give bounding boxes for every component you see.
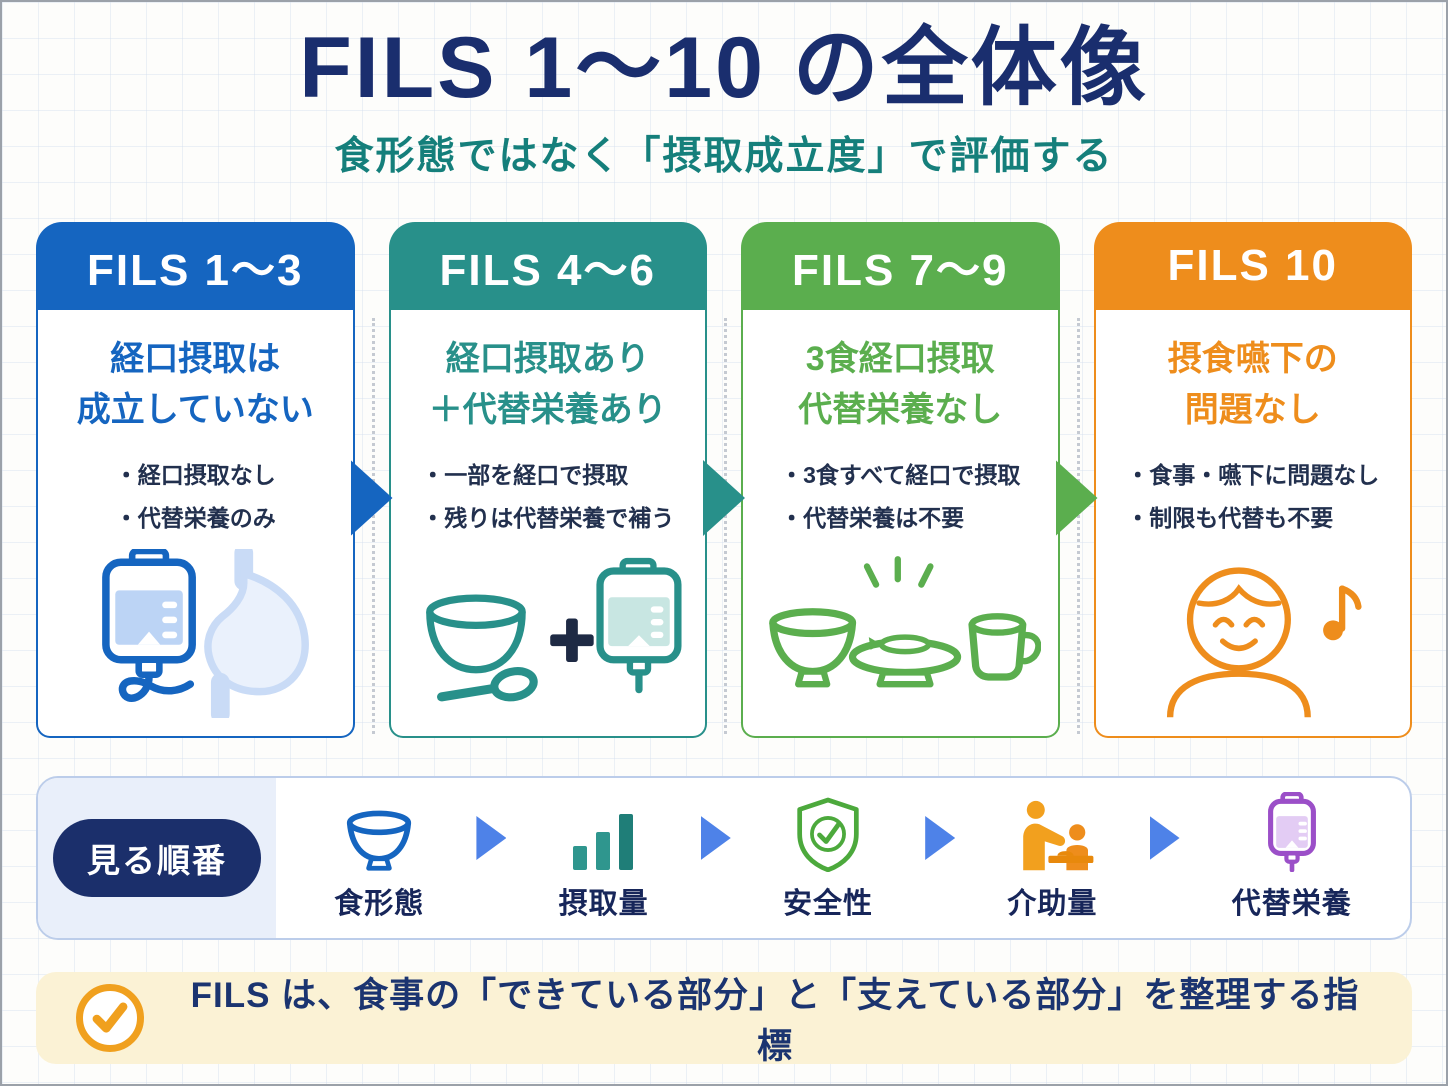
fils-10-title: 摂食嚥下の 問題なし <box>1167 340 1338 429</box>
footer-banner: FILS は、食事の「できている部分」と「支えている部分」を整理する指標 <box>36 972 1412 1066</box>
arrow-right-icon <box>1149 816 1180 860</box>
fils-1-3-card: FILS 1～3 経口摂取は 成立していない ・経口摂取なし ・代替栄養のみ <box>36 222 355 738</box>
arrow-right-icon <box>925 816 956 860</box>
order-label: 食形態 <box>334 888 425 920</box>
fils-4-6-card: FILS 4～6 経口摂取あり ＋代替栄養あり ・一部を経口で摂取 ・残りは代替… <box>388 222 707 738</box>
bullet-item: ・一部を経口で摂取 <box>421 462 629 488</box>
fils-1-3-title: 経口摂取は 成立していない <box>76 340 314 429</box>
page-title: FILS 1～10 の全体像 <box>299 20 1149 116</box>
iv-bag-icon <box>1263 792 1321 872</box>
arrow-right-icon <box>703 460 745 536</box>
bullet-item: ・3食すべて経口で摂取 <box>780 462 1021 488</box>
fils-10-card: FILS 10 摂食嚥下の 問題なし ・食事・嚥下に問題なし ・制限も代替も不要 <box>1093 222 1412 738</box>
fils-7-9-title: 3食経口摂取 代替栄養なし <box>798 340 1003 429</box>
caregiver-icon <box>1007 794 1097 872</box>
bullet-item: ・制限も代替も不要 <box>1126 504 1334 531</box>
column-separator <box>1055 222 1098 738</box>
order-item-safety: 安全性 <box>783 794 873 922</box>
fils-1-3-bullets: ・経口摂取なし ・代替栄養のみ <box>115 454 276 539</box>
viewing-order-panel: 見る順番 <box>38 778 276 938</box>
order-label: 安全性 <box>782 888 873 920</box>
order-label: 摂取量 <box>558 888 649 920</box>
fils-7-9-body: 3食経口摂取 代替栄養なし ・3食すべて経口で摂取 ・代替栄養は不要 <box>741 310 1060 738</box>
iv-bag-stomach-icon <box>59 544 331 722</box>
order-label: 代替栄養 <box>1231 888 1352 920</box>
check-circle-icon <box>76 984 144 1052</box>
order-item-food-form: 食形態 <box>334 794 424 922</box>
meal-set-icon <box>760 544 1041 722</box>
arrow-right-icon <box>1055 460 1098 536</box>
fils-7-9-bullets: ・3食すべて経口で摂取 ・代替栄養は不要 <box>780 454 1020 539</box>
fils-4-6-header: FILS 4～6 <box>388 222 707 310</box>
order-item-assistance: 介助量 <box>1007 794 1097 922</box>
bar-chart-icon <box>572 794 635 872</box>
order-item-alt-nutrition: 代替栄養 <box>1231 792 1352 922</box>
fils-10-bullets: ・食事・嚥下に問題なし ・制限も代替も不要 <box>1126 454 1379 539</box>
footer-text: FILS は、食事の「できている部分」と「支えている部分」を整理する指標 <box>190 976 1360 1066</box>
bowl-plus-iv-bag-icon <box>407 544 688 722</box>
viewing-order-items: 食形態 摂取量 <box>276 778 1410 938</box>
viewing-order-section: 見る順番 食形態 <box>36 776 1412 940</box>
column-separator <box>350 222 393 738</box>
smiling-person-icon <box>1112 544 1393 722</box>
fils-1-3-header: FILS 1～3 <box>36 222 355 310</box>
fils-1-3-body: 経口摂取は 成立していない ・経口摂取なし ・代替栄養のみ <box>36 310 355 738</box>
fils-10-header: FILS 10 <box>1093 222 1412 310</box>
bullet-item: ・残りは代替栄養で補う <box>421 504 675 531</box>
fils-4-6-title: 経口摂取あり ＋代替栄養あり <box>428 340 667 429</box>
masthead: FILS 1～10 の全体像 食形態ではなく「摂取成立度」で評価する <box>2 2 1446 222</box>
bullet-item: ・代替栄養は不要 <box>780 504 965 531</box>
fils-4-6-body: 経口摂取あり ＋代替栄養あり ・一部を経口で摂取 ・残りは代替栄養で補う <box>388 310 707 738</box>
bowl-icon <box>341 794 417 872</box>
order-item-intake-amount: 摂取量 <box>559 794 649 922</box>
bullet-item: ・食事・嚥下に問題なし <box>1126 462 1380 488</box>
viewing-order-badge: 見る順番 <box>53 819 261 897</box>
fils-4-6-bullets: ・一部を経口で摂取 ・残りは代替栄養で補う <box>421 454 674 539</box>
page-subtitle: 食形態ではなく「摂取成立度」で評価する <box>334 134 1114 178</box>
fils-7-9-header: FILS 7～9 <box>741 222 1060 310</box>
column-separator <box>703 222 745 738</box>
fils-10-body: 摂食嚥下の 問題なし ・食事・嚥下に問題なし ・制限も代替も不要 <box>1093 310 1412 738</box>
arrow-right-icon <box>350 460 393 536</box>
plus-icon <box>550 618 594 662</box>
fils-columns: FILS 1～3 経口摂取は 成立していない ・経口摂取なし ・代替栄養のみ <box>36 222 1412 738</box>
music-note-icon <box>1323 585 1362 641</box>
fils-7-9-card: FILS 7～9 3食経口摂取 代替栄養なし ・3食すべて経口で摂取 ・代替栄養… <box>741 222 1060 738</box>
arrow-right-icon <box>476 816 507 860</box>
arrow-right-icon <box>700 816 731 860</box>
bullet-item: ・経口摂取なし <box>114 462 276 488</box>
shield-check-icon <box>794 794 862 872</box>
order-label: 介助量 <box>1007 888 1098 920</box>
bullet-item: ・代替栄養のみ <box>114 504 276 531</box>
